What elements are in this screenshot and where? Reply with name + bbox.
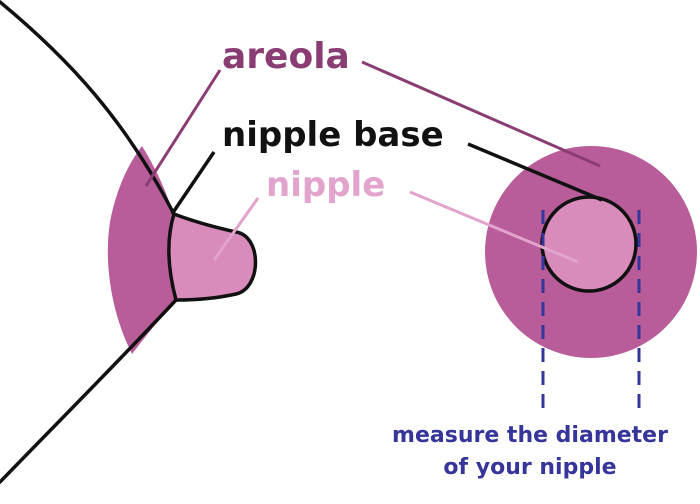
nipple-base-leader-line (170, 151, 216, 215)
nipple-label: nipple (266, 165, 385, 205)
measure-instruction-line2: of your nipple (443, 455, 616, 480)
areola-leader-line-right (361, 60, 601, 168)
side-areola-shape (107, 146, 176, 354)
breast-outline (0, 0, 176, 216)
areola-label: areola (222, 36, 350, 77)
nipple-leader-line (212, 197, 260, 261)
nipple-base-label: nipple base (222, 115, 444, 155)
areola-leader-line (144, 69, 222, 187)
breast-outline-lower (0, 298, 178, 484)
side-nipple-shape (167, 212, 258, 302)
nipple-base-leader-line-right (467, 142, 603, 202)
front-nipple-circle (540, 195, 638, 293)
measure-instruction-line1: measure the diameter (392, 423, 668, 448)
nipple-leader-line-right (409, 190, 579, 264)
